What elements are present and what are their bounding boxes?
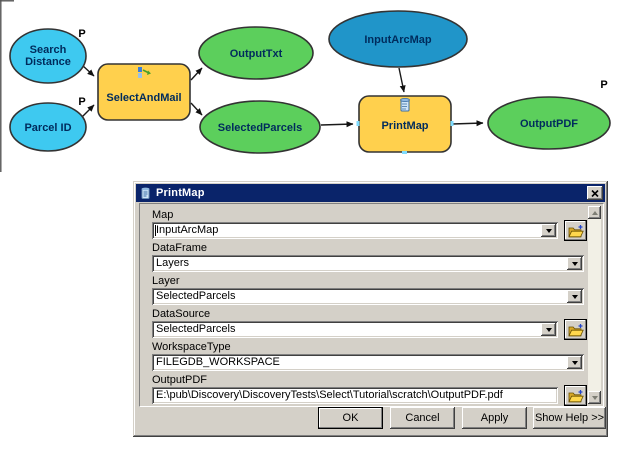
param-flag-parcel-id: P [78, 96, 85, 108]
connector-selectedparcels-printmap [320, 121, 354, 128]
parameters-panel: Map InputArcMap DataFrame Layers Lay [139, 203, 604, 407]
field-label-dataframe: DataFrame [152, 242, 208, 254]
map-value: InputArcMap [156, 224, 219, 236]
outputpdf-browse-button[interactable] [564, 385, 587, 406]
script-tool-icon [400, 98, 410, 112]
node-select-and-mail-label: SelectAndMail [106, 92, 181, 104]
node-parcel-id-label: Parcel ID [24, 122, 71, 134]
connector-inputarcmap-printmap [398, 67, 406, 93]
model-diagram: Search Distance P Parcel ID P SelectAndM… [0, 0, 611, 172]
field-label-workspacetype: WorkspaceType [152, 341, 231, 353]
connector-printmap-outputpdf [451, 120, 484, 127]
dialog-titlebar[interactable]: PrintMap [136, 184, 605, 202]
workspacetype-combobox[interactable]: FILEGDB_WORKSPACE [152, 354, 584, 371]
connector-searchdistance-selectandmail [81, 64, 95, 77]
close-icon [591, 189, 599, 197]
node-input-arcmap[interactable] [328, 10, 468, 68]
scroll-up-button[interactable] [588, 206, 601, 219]
field-label-outputpdf: OutputPDF [152, 374, 208, 386]
param-flag-output-pdf: P [600, 79, 607, 91]
map-browse-button[interactable] [564, 220, 587, 241]
connector-selectandmail-outputtxt [190, 67, 203, 81]
ok-button[interactable]: OK [318, 407, 383, 429]
text-caret [155, 225, 156, 236]
dialog-scrollbar[interactable] [588, 206, 601, 404]
chevron-down-icon[interactable] [567, 290, 582, 303]
arrow-down-icon [591, 395, 598, 400]
outputpdf-input[interactable]: E:\pub\Discovery\DiscoveryTests\Select\T… [152, 387, 558, 404]
open-folder-icon [567, 389, 584, 402]
datasource-browse-button[interactable] [564, 319, 587, 340]
chevron-down-icon[interactable] [541, 224, 556, 237]
node-search-distance-label-line1: Search [30, 44, 67, 56]
layer-combobox[interactable]: SelectedParcels [152, 288, 584, 305]
scroll-down-button[interactable] [588, 391, 601, 404]
chevron-down-icon[interactable] [567, 356, 582, 369]
cancel-button[interactable]: Cancel [390, 407, 455, 429]
node-output-txt[interactable] [198, 26, 314, 80]
node-input-arcmap-label: InputArcMap [364, 34, 432, 46]
outputpdf-value: E:\pub\Discovery\DiscoveryTests\Select\T… [156, 389, 503, 401]
datasource-combobox[interactable]: SelectedParcels [152, 321, 558, 338]
datasource-value: SelectedParcels [156, 323, 236, 335]
workspacetype-value: FILEGDB_WORKSPACE [156, 356, 280, 368]
dataframe-combobox[interactable]: Layers [152, 255, 584, 272]
open-folder-icon [567, 224, 584, 237]
node-search-distance-label-line2: Distance [25, 56, 71, 68]
node-output-pdf-label: OutputPDF [520, 118, 578, 130]
connector-parcelid-selectandmail [81, 104, 95, 118]
layer-value: SelectedParcels [156, 290, 236, 302]
dataframe-value: Layers [156, 257, 190, 269]
script-tool-icon [141, 187, 150, 199]
printmap-dialog: PrintMap Map InputArcMap [133, 181, 608, 437]
node-parcel-id[interactable] [9, 102, 87, 152]
open-folder-icon [567, 323, 584, 336]
node-selected-parcels[interactable] [199, 100, 321, 154]
node-select-and-mail[interactable] [97, 63, 191, 121]
field-label-map: Map [152, 209, 174, 221]
connector-selectandmail-selectedparcels [190, 102, 203, 116]
printmap-connection-handles [356, 121, 454, 154]
field-label-layer: Layer [152, 275, 180, 287]
chevron-down-icon[interactable] [567, 257, 582, 270]
apply-button[interactable]: Apply [462, 407, 527, 429]
field-label-datasource: DataSource [152, 308, 211, 320]
show-help-button[interactable]: Show Help >> [533, 407, 606, 429]
arrow-up-icon [591, 210, 598, 215]
chevron-down-icon[interactable] [541, 323, 556, 336]
node-output-txt-label: OutputTxt [230, 48, 283, 60]
node-search-distance[interactable] [9, 28, 87, 84]
param-flag-search-distance: P [78, 28, 85, 40]
model-tool-icon [138, 67, 151, 78]
close-button[interactable] [587, 186, 603, 200]
node-print-map-label: PrintMap [381, 120, 428, 132]
node-selected-parcels-label: SelectedParcels [218, 122, 302, 134]
map-combobox[interactable]: InputArcMap [152, 222, 558, 239]
node-output-pdf[interactable] [487, 96, 611, 150]
dialog-title: PrintMap [156, 187, 205, 199]
